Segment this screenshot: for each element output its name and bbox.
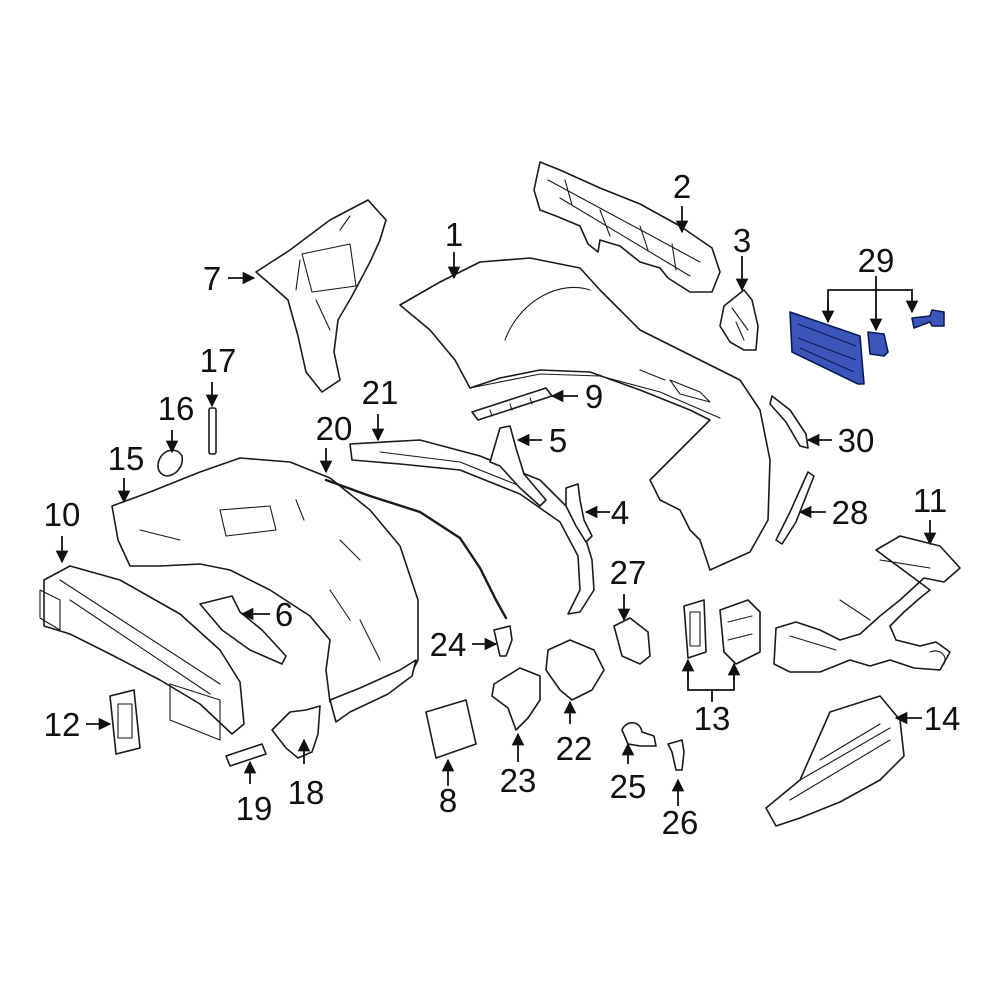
part-5-bracket[interactable] <box>489 425 547 507</box>
part-3-bracket[interactable] <box>719 289 759 351</box>
callout-14: 14 <box>924 700 961 737</box>
part-26-clip[interactable] <box>667 739 685 771</box>
part-24-clip[interactable] <box>493 625 513 657</box>
callout-6: 6 <box>275 596 293 633</box>
part-18-guard[interactable] <box>271 705 321 759</box>
part-6-bracket[interactable] <box>199 595 287 665</box>
part-23-bracket[interactable] <box>491 667 541 731</box>
callout-11: 11 <box>913 482 947 519</box>
part-30-trim[interactable] <box>769 395 809 449</box>
part-2-bracket[interactable] <box>533 161 721 293</box>
callout-15: 15 <box>108 440 145 477</box>
part-9-strip[interactable] <box>471 387 553 421</box>
part-20-trim[interactable] <box>324 478 508 620</box>
callout-9: 9 <box>585 378 603 415</box>
part-11-tow-hitch[interactable] <box>773 535 961 673</box>
callout-5: 5 <box>549 422 567 459</box>
part-4-bracket[interactable] <box>565 483 593 543</box>
part-27-cover[interactable] <box>613 617 651 665</box>
part-17-rod[interactable] <box>208 407 217 455</box>
callout-22: 22 <box>556 730 593 767</box>
part-16-cap[interactable] <box>157 449 184 477</box>
part-19-block[interactable] <box>225 743 267 767</box>
callout-21: 21 <box>362 374 399 411</box>
part-12-plate[interactable] <box>109 689 141 755</box>
callout-12: 12 <box>44 706 81 743</box>
callout-3: 3 <box>733 222 751 259</box>
part-1-bumper-cover[interactable] <box>399 257 771 571</box>
callout-26: 26 <box>662 804 699 841</box>
part-15-lower-bumper[interactable] <box>111 457 419 723</box>
callout-27: 27 <box>610 554 647 591</box>
part-22-bracket[interactable] <box>545 639 605 701</box>
callout-13: 13 <box>694 700 731 737</box>
callout-18: 18 <box>288 774 325 811</box>
part-29-license-bracket[interactable] <box>789 309 945 385</box>
callout-labels: 1 2 3 4 5 6 7 8 9 10 11 12 13 14 15 16 1… <box>44 168 961 841</box>
callout-16: 16 <box>158 390 195 427</box>
callout-28: 28 <box>832 494 869 531</box>
callout-19: 19 <box>236 790 273 827</box>
part-8-plate[interactable] <box>425 699 477 759</box>
callout-29: 29 <box>858 242 895 279</box>
leader-lines <box>55 206 937 806</box>
callout-20: 20 <box>316 410 353 447</box>
callout-10: 10 <box>44 496 81 533</box>
part-7-support[interactable] <box>255 199 387 393</box>
callout-2: 2 <box>673 168 691 205</box>
part-28-trim[interactable] <box>775 471 815 545</box>
part-13-brackets[interactable] <box>683 599 761 665</box>
callout-30: 30 <box>838 422 875 459</box>
callout-4: 4 <box>611 494 629 531</box>
callout-8: 8 <box>439 782 457 819</box>
part-10-reinforcement[interactable] <box>39 565 245 741</box>
part-14-absorber[interactable] <box>765 695 905 827</box>
callout-24: 24 <box>430 626 467 663</box>
callout-17: 17 <box>200 342 237 379</box>
callout-7: 7 <box>203 260 221 297</box>
callout-1: 1 <box>445 216 463 253</box>
part-25-bolt[interactable] <box>621 721 657 747</box>
callout-25: 25 <box>610 768 647 805</box>
callout-23: 23 <box>500 762 537 799</box>
